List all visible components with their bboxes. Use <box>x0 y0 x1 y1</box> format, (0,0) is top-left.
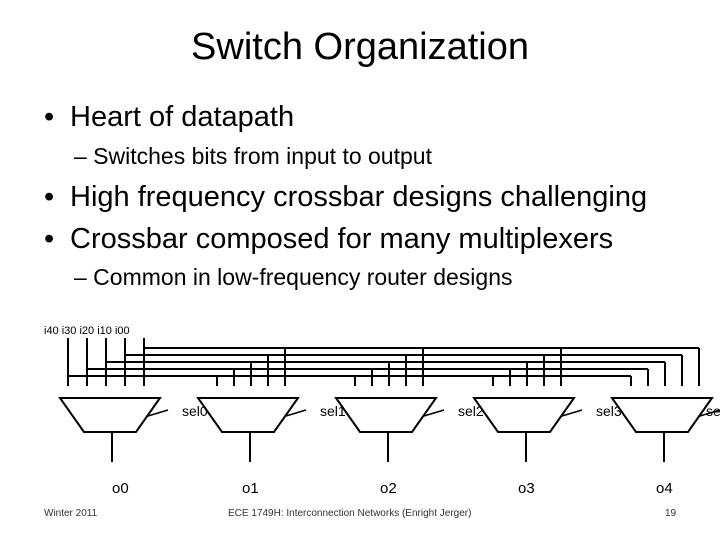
output-label: o1 <box>242 480 259 497</box>
sub-bullet-text: – Switches bits from input to output <box>74 143 432 169</box>
bullet-3: • Crossbar composed for many multiplexers <box>44 222 613 256</box>
bullet-text: High frequency crossbar designs challeng… <box>70 181 648 213</box>
output-label: o2 <box>380 480 397 497</box>
select-wire <box>285 409 307 417</box>
select-label: sel3 <box>596 403 622 419</box>
select-wire <box>699 409 720 417</box>
sub-bullet-1: – Switches bits from input to output <box>74 142 432 170</box>
footer-course: ECE 1749H: Interconnection Networks (Enr… <box>228 508 472 519</box>
crossbar-wires <box>67 338 700 386</box>
mux-shape <box>334 397 438 433</box>
bullet-marker: • <box>44 223 55 255</box>
output-label: o4 <box>656 480 673 497</box>
inputs-label: i40 i30 i20 i10 i00 <box>44 325 130 337</box>
select-label: sel0 <box>182 403 208 419</box>
select-wire <box>147 409 169 417</box>
slide-title: Switch Organization <box>191 26 529 68</box>
mux-shape <box>472 397 576 433</box>
mux-shape <box>610 397 714 433</box>
mux-shape <box>58 397 162 433</box>
bullet-marker: • <box>44 101 55 133</box>
select-label: sel1 <box>320 403 346 419</box>
select-label: sel2 <box>458 403 484 419</box>
mux-group: sel0 o0 sel1 o1 sel2 o2 sel3 o3 se o4 <box>58 397 720 497</box>
bullet-marker: • <box>44 181 55 213</box>
select-label: se <box>706 403 720 419</box>
bullet-2: • High frequency crossbar designs challen… <box>44 180 647 214</box>
select-wire <box>423 409 445 417</box>
bullet-1: • Heart of datapath <box>44 100 294 134</box>
select-wire <box>561 409 583 417</box>
bullet-text: Crossbar composed for many multiplexers <box>70 223 614 255</box>
sub-bullet-text: – Common in low-frequency router designs <box>74 264 513 290</box>
bullet-text: Heart of datapath <box>70 101 295 133</box>
footer-date: Winter 2011 <box>44 508 98 519</box>
output-label: o3 <box>518 480 535 497</box>
sub-bullet-2: – Common in low-frequency router designs <box>74 263 512 291</box>
footer-page-number: 19 <box>665 508 677 519</box>
mux-shape <box>196 397 300 433</box>
output-label: o0 <box>112 480 129 497</box>
